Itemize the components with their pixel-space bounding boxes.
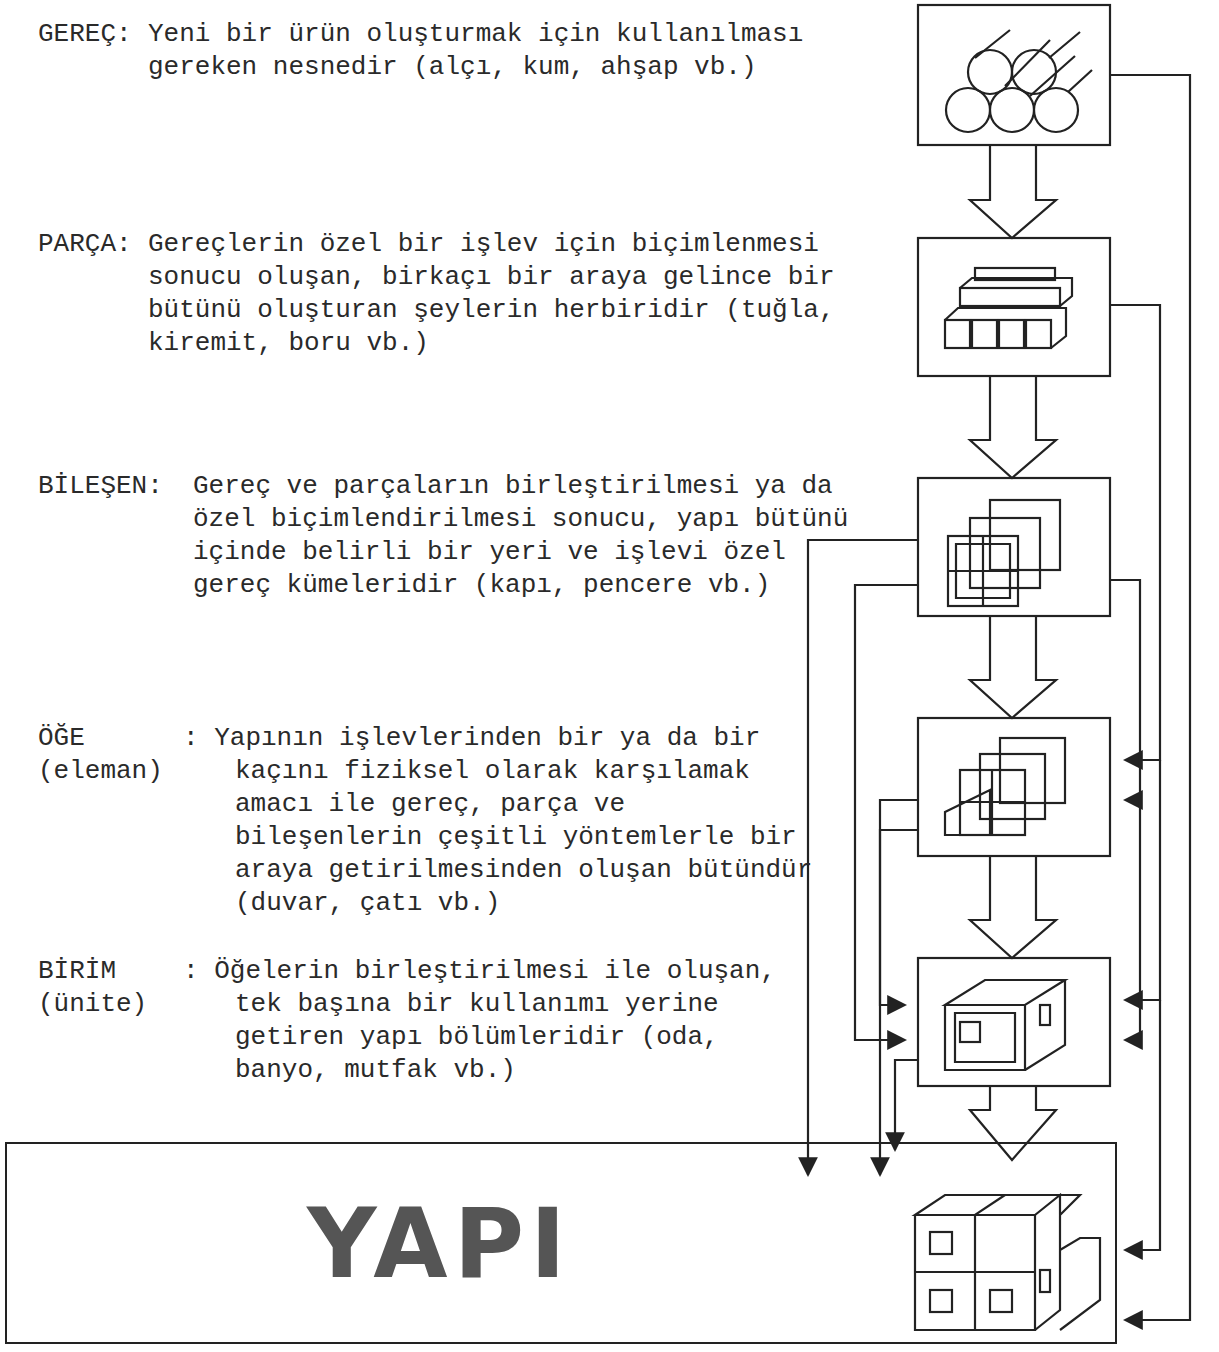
term: ÖĞE — [38, 722, 85, 755]
term: GEREÇ: — [38, 18, 132, 51]
term: BİLEŞEN: — [38, 470, 163, 503]
definition: : Yapının işlevlerinden bir ya da bir ka… — [235, 722, 820, 920]
building-band: YAPI — [5, 1142, 1117, 1344]
term-gloss: (ünite) — [38, 988, 147, 1021]
definition: Gereçlerin özel bir işlev için biçimlenm… — [148, 228, 883, 360]
term: PARÇA: — [38, 228, 132, 261]
definition: Gereç ve parçaların birleştirilmesi ya d… — [193, 470, 861, 602]
term-gloss: (eleman) — [38, 755, 163, 788]
definition: : Öğelerin birleştirilmesi ile oluşan, t… — [235, 955, 825, 1087]
term: BİRİM — [38, 955, 116, 988]
definition: Yeni bir ürün oluşturmak için kullanılma… — [148, 18, 878, 84]
band-title: YAPI — [307, 1189, 572, 1299]
